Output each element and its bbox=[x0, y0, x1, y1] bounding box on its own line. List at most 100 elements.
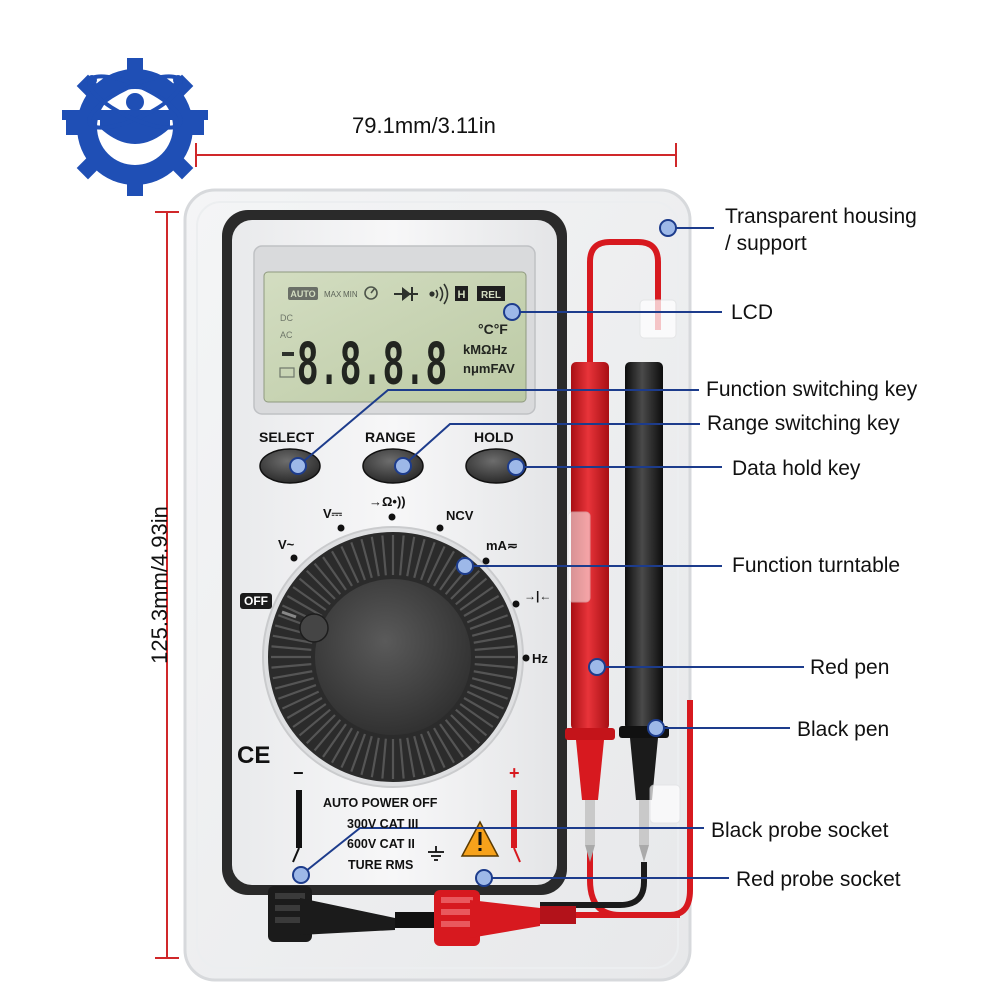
knob-ridge bbox=[322, 723, 347, 758]
dial-hz: Hz bbox=[532, 651, 548, 666]
knob-ridge bbox=[272, 670, 313, 680]
knob-ridge bbox=[271, 663, 312, 669]
callout-turntable: Function turntable bbox=[732, 554, 901, 577]
select-label: SELECT bbox=[259, 429, 315, 445]
dial-ma: mA≂ bbox=[486, 538, 518, 553]
red-plug bbox=[434, 890, 680, 946]
knob-ridge bbox=[370, 737, 380, 778]
dial-ncv: NCV bbox=[446, 508, 474, 523]
knob-ridge bbox=[271, 645, 312, 651]
knob-ridge bbox=[350, 541, 366, 581]
knob-ridge bbox=[406, 536, 416, 577]
battery-icon bbox=[279, 367, 295, 378]
dial-position-dots bbox=[290, 513, 530, 662]
black-test-lead bbox=[540, 362, 669, 908]
hold-label: HOLD bbox=[474, 429, 514, 445]
ce-mark: CE bbox=[237, 742, 271, 769]
knob-ridge bbox=[450, 714, 481, 745]
knob-ridge bbox=[313, 719, 342, 752]
knob-ridge bbox=[399, 535, 405, 576]
cat2-label: 600V CAT II bbox=[347, 837, 415, 851]
callout-black-socket: Black probe socket bbox=[711, 819, 889, 842]
knob-ridge bbox=[272, 634, 313, 644]
plus-label: + bbox=[509, 763, 520, 783]
knob-ridge bbox=[413, 538, 426, 579]
callout-lines bbox=[297, 227, 804, 879]
knob-ridge bbox=[469, 684, 509, 700]
lcd-units-other: nμmFAV bbox=[463, 361, 515, 376]
range-button[interactable] bbox=[362, 448, 424, 484]
knob-ridge bbox=[298, 708, 331, 737]
lcd-units-resistance: kMΩHz bbox=[463, 342, 508, 357]
function-knob[interactable] bbox=[268, 532, 518, 782]
diode-icon bbox=[394, 287, 418, 301]
knob-ridge bbox=[426, 545, 446, 584]
knob-ridge bbox=[381, 738, 387, 779]
knob-ridge bbox=[469, 614, 509, 630]
callout-hold-key: Data hold key bbox=[732, 457, 861, 480]
knob-ridge bbox=[331, 727, 353, 764]
minus-sign-segment bbox=[282, 352, 294, 356]
svg-text:AC: AC bbox=[280, 330, 293, 340]
knob-ridge bbox=[463, 595, 500, 617]
knob-ridge bbox=[433, 727, 455, 764]
dial-off: OFF bbox=[240, 593, 272, 609]
auto-power-off-label: AUTO POWER OFF bbox=[323, 796, 438, 810]
knob-ridge bbox=[286, 595, 323, 617]
knob-pointer-indent bbox=[299, 613, 329, 643]
knob-ridge bbox=[474, 663, 515, 669]
knob-ridge bbox=[455, 708, 488, 737]
knob-ridge bbox=[370, 536, 380, 577]
knob-ridge bbox=[399, 738, 405, 779]
svg-text:MIN: MIN bbox=[343, 290, 358, 299]
knob-ridge bbox=[471, 624, 512, 637]
brand-logo bbox=[62, 58, 208, 196]
black-probe-symbol bbox=[292, 790, 302, 863]
red-test-lead bbox=[565, 239, 693, 918]
knob-ridge bbox=[340, 730, 360, 769]
true-rms-label: TURE RMS bbox=[348, 858, 414, 872]
range-label: RANGE bbox=[365, 429, 416, 445]
dial-v-ac: V~ bbox=[278, 537, 295, 552]
knob-ridge bbox=[433, 550, 455, 587]
knob-ridge bbox=[463, 697, 500, 719]
svg-text:DC: DC bbox=[280, 313, 293, 323]
knob-ridge bbox=[413, 735, 426, 776]
callout-red-pen: Red pen bbox=[810, 656, 890, 679]
knob-ridge bbox=[305, 569, 336, 600]
callout-range-key: Range switching key bbox=[707, 412, 900, 435]
callout-red-socket: Red probe socket bbox=[736, 868, 901, 891]
dial-v-dc: V⎓ bbox=[323, 506, 343, 521]
ground-icon bbox=[428, 846, 444, 861]
callout-housing: Transparent housing / support bbox=[725, 203, 917, 257]
lcd-icons: AUTO MAX MIN H REL DC AC bbox=[279, 283, 505, 378]
auto-power-icon bbox=[364, 286, 378, 300]
knob-ridge bbox=[426, 730, 446, 769]
knob-ridge bbox=[322, 556, 347, 591]
knob-ridge bbox=[313, 562, 342, 595]
minus-label: − bbox=[293, 763, 304, 783]
knob-ridge bbox=[298, 577, 331, 606]
knob-ridge bbox=[473, 670, 514, 680]
knob-ridge bbox=[350, 733, 366, 773]
knob-ridge bbox=[471, 677, 512, 690]
knob-ridge bbox=[286, 697, 323, 719]
knob-pointer-mark bbox=[281, 610, 297, 619]
callout-lcd: LCD bbox=[731, 301, 774, 324]
svg-text:H: H bbox=[458, 289, 466, 301]
knob-ridge bbox=[340, 545, 360, 584]
knob-ridge bbox=[281, 690, 320, 710]
dial-cap: →|← bbox=[524, 589, 552, 603]
callout-housing-line2: / support bbox=[725, 232, 807, 255]
knob-ridge bbox=[292, 703, 327, 728]
knob-ridge bbox=[459, 586, 494, 611]
knob-ridge bbox=[277, 684, 317, 700]
dial-diode-ohm: →Ω•)) bbox=[369, 494, 406, 509]
knob-ridge bbox=[360, 538, 373, 579]
knob-ridge bbox=[466, 690, 505, 710]
knob-ridge bbox=[466, 604, 505, 624]
lcd-units-temp: °C°F bbox=[478, 321, 508, 337]
knob-ridge bbox=[360, 735, 373, 776]
knob-ridge bbox=[439, 723, 464, 758]
